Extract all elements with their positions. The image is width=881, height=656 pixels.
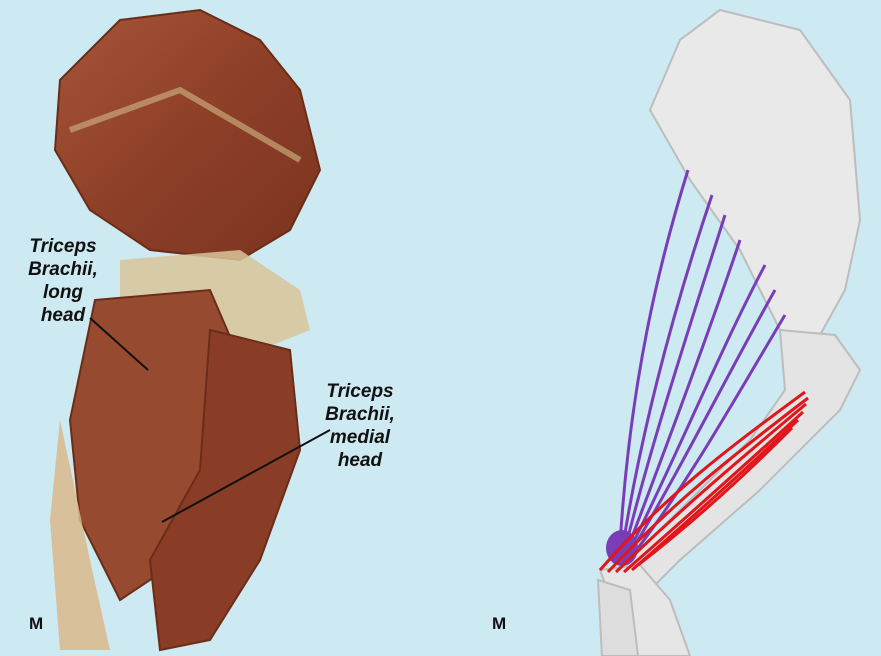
dissection-photo: Triceps Brachii, long head Triceps Brach… bbox=[0, 0, 440, 656]
medial-head-fibers bbox=[598, 390, 809, 574]
label-triceps-medial-head: Triceps Brachii, medial head bbox=[325, 381, 395, 471]
dissection-illustration bbox=[50, 8, 331, 652]
scapula-bone bbox=[648, 8, 862, 337]
bone-model: M bbox=[440, 0, 881, 656]
corner-mark-right: M bbox=[492, 614, 507, 633]
corner-mark-left: M bbox=[29, 614, 44, 633]
bone-model-illustration bbox=[596, 8, 862, 656]
humerus-bone bbox=[618, 328, 862, 597]
label-triceps-long-head: Triceps Brachii, long head bbox=[28, 236, 98, 326]
shoulder-mass bbox=[53, 8, 322, 262]
pointer-medial-head bbox=[161, 429, 331, 523]
pointer-long-head bbox=[89, 317, 149, 371]
medial-head-muscle bbox=[148, 328, 302, 652]
